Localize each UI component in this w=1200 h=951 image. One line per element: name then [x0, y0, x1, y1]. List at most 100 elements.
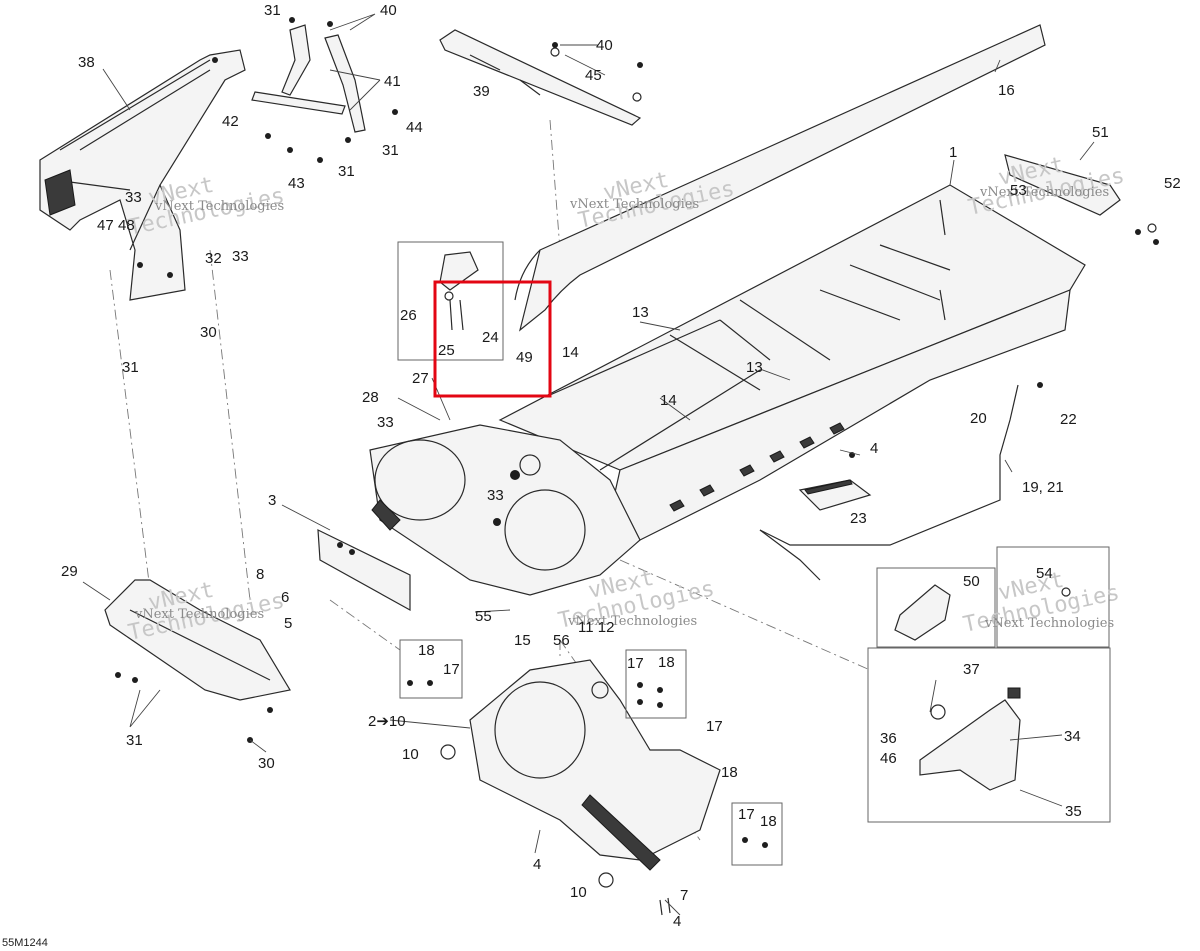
callout-label: 46 — [880, 750, 897, 767]
callout-label: 1 — [949, 144, 957, 161]
callout-label: 41 — [384, 73, 401, 90]
callout-label: 17 — [706, 718, 723, 735]
callout-label: 33 — [232, 248, 249, 265]
callout-label: 35 — [1065, 803, 1082, 820]
callout-label: 37 — [963, 661, 980, 678]
callout-label: 18 — [418, 642, 435, 659]
box-insert-54 — [996, 546, 1110, 648]
callout-label: 13 — [632, 304, 649, 321]
callout-label: 40 — [596, 37, 613, 54]
rod-19-21 — [759, 382, 1043, 581]
callout-label: 29 — [61, 563, 78, 580]
callout-label: 42 — [222, 113, 239, 130]
callout-label: 44 — [406, 119, 423, 136]
callout-label: 31 — [338, 163, 355, 180]
callout-label: 19, 21 — [1022, 479, 1064, 496]
callout-label: 31 — [382, 142, 399, 159]
callout-label: 30 — [200, 324, 217, 341]
watermark-caption: vNext Technologies — [567, 614, 697, 629]
diagram-code: 55M1244 — [2, 937, 48, 949]
callout-label: 7 — [680, 887, 688, 904]
watermark-caption: vNext Technologies — [979, 185, 1109, 200]
callout-label: 52 — [1164, 175, 1181, 192]
callout-label: 28 — [362, 389, 379, 406]
callout-label: 8 — [256, 566, 264, 583]
callout-label: 40 — [380, 2, 397, 19]
callout-label: 32 — [205, 250, 222, 267]
leader-lines — [82, 13, 1095, 916]
callout-label: 55 — [475, 608, 492, 625]
front-chassis — [369, 424, 641, 596]
hardware-box-17-18 — [399, 639, 783, 866]
callout-label: 43 — [288, 175, 305, 192]
callout-label: 2➔10 — [368, 713, 406, 730]
callout-label: 11 12 — [578, 619, 614, 636]
callout-label: 5 — [284, 615, 292, 632]
callout-label: 31 — [122, 359, 139, 376]
callout-label: 33 — [125, 189, 142, 206]
callout-label: 14 — [562, 344, 579, 361]
callout-label: 50 — [963, 573, 980, 590]
callout-label: 54 — [1036, 565, 1053, 582]
highlight-box — [433, 280, 552, 398]
callout-label: 15 — [514, 632, 531, 649]
callout-label: 17 — [627, 655, 644, 672]
callout-label: 24 — [482, 329, 499, 346]
callout-label: 17 — [738, 806, 755, 823]
watermark-caption: vNext Technologies — [984, 616, 1114, 631]
callout-label: 17 — [443, 661, 460, 678]
callout-label: 3 — [268, 492, 276, 509]
callout-label: 47 — [97, 217, 114, 234]
callout-label: 30 — [258, 755, 275, 772]
rear-strip-16 — [514, 24, 1046, 332]
callout-label: 53 — [1010, 182, 1027, 199]
callout-label: 26 — [400, 307, 417, 324]
callout-label: 51 — [1092, 124, 1109, 141]
callout-label: 25 — [438, 342, 455, 359]
callout-label: 4 — [673, 913, 681, 930]
box-insert-50 — [876, 567, 996, 648]
box-insert-34 — [867, 647, 1111, 823]
lower-frame — [440, 659, 721, 916]
callout-label: 18 — [658, 654, 675, 671]
tunnel-1 — [498, 184, 1086, 562]
callout-label: 23 — [850, 510, 867, 527]
callout-label: 10 — [402, 746, 419, 763]
callout-labels: 31 40 38 41 42 44 31 43 31 33 47 48 32 3… — [61, 2, 1181, 930]
callout-label: 38 — [78, 54, 95, 71]
callout-label: 39 — [473, 83, 490, 100]
callout-label: 33 — [487, 487, 504, 504]
callout-label: 10 — [570, 884, 587, 901]
flap-51 — [1004, 154, 1159, 245]
straps-41 — [251, 17, 398, 163]
callout-label: 4 — [533, 856, 541, 873]
callout-label: 22 — [1060, 411, 1077, 428]
callout-label: 20 — [970, 410, 987, 427]
callout-label: 34 — [1064, 728, 1081, 745]
callout-label: 31 — [264, 2, 281, 19]
callout-label: 48 — [118, 217, 135, 234]
callout-label: 18 — [760, 813, 777, 830]
tunnel-cutouts — [669, 422, 845, 512]
callout-label: 36 — [880, 730, 897, 747]
callout-label: 6 — [281, 589, 289, 606]
callout-label: 56 — [553, 632, 570, 649]
callout-label: 4 — [870, 440, 878, 457]
plate-3 — [317, 529, 411, 612]
callout-label: 16 — [998, 82, 1015, 99]
callout-label: 18 — [721, 764, 738, 781]
callout-label: 45 — [585, 67, 602, 84]
callout-label: 33 — [377, 414, 394, 431]
callout-label: 14 — [660, 392, 677, 409]
front-frame-38 — [39, 49, 246, 301]
watermark-caption: vNext Technologies — [569, 197, 699, 212]
watermark-caption: vNext Technologies — [154, 199, 284, 214]
bar-39 — [439, 29, 643, 126]
footrest-23 — [798, 452, 872, 511]
callout-label: 49 — [516, 349, 533, 366]
callout-label: 27 — [412, 370, 429, 387]
watermark-caption: vNext Technologies — [134, 607, 264, 622]
callout-label: 13 — [746, 359, 763, 376]
